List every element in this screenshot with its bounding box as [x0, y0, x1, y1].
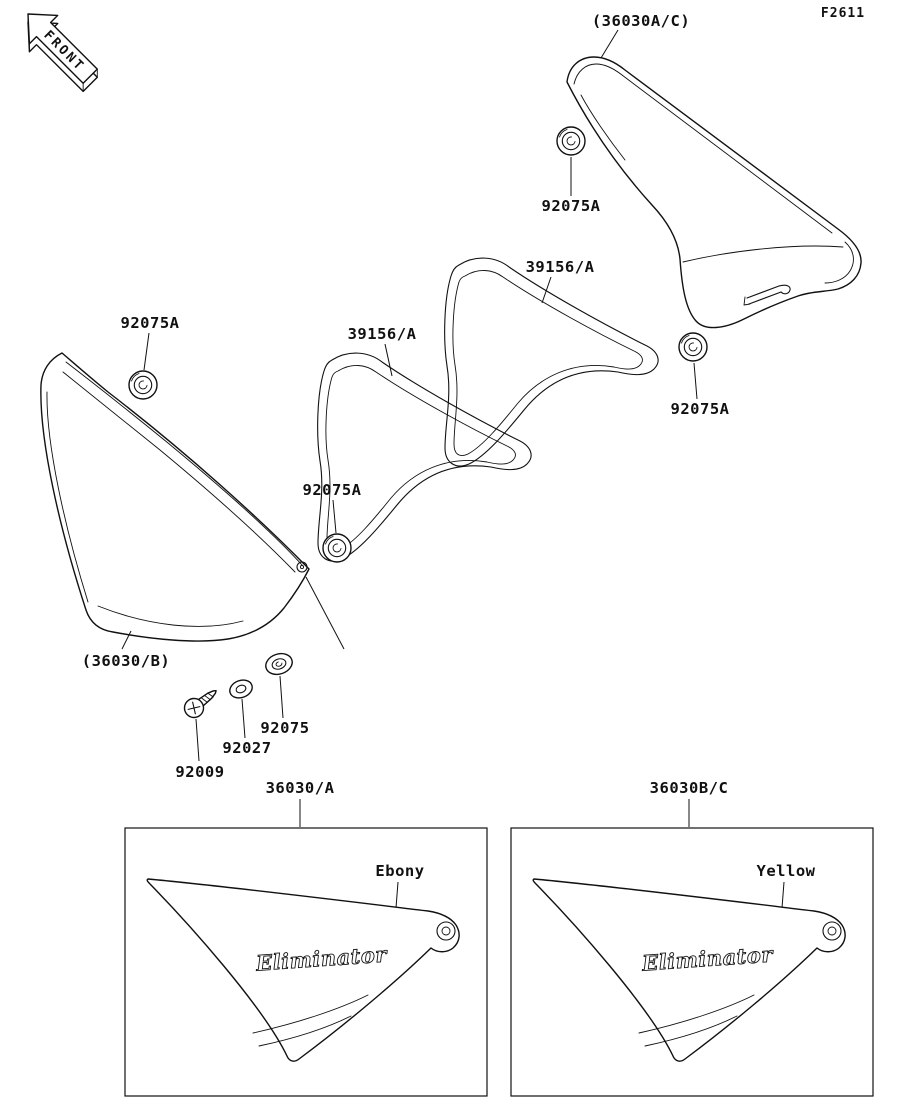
leader-lines — [121, 29, 785, 935]
front-arrow-icon: FRONT — [27, 13, 98, 93]
variant-box-ebony — [124, 827, 488, 1097]
label-variant-bc: 36030B/C — [650, 779, 729, 797]
figure-code: F2611 — [821, 6, 865, 21]
label-damper-front: 39156/A — [348, 325, 417, 343]
variant-box-yellow — [510, 827, 874, 1097]
label-grommet-middle: 92075A — [303, 481, 362, 499]
pin-detail-icon — [743, 284, 791, 306]
label-washer: 92027 — [222, 739, 271, 757]
label-cover-left: (36030/B) — [82, 652, 171, 670]
grommet-drawing-top — [556, 126, 586, 156]
damper-drawing-front — [317, 352, 532, 562]
label-grommet-left: 92075A — [121, 314, 180, 332]
label-color-yellow: Yellow — [757, 862, 816, 880]
label-grommet-top: 92075A — [542, 197, 601, 215]
grommet-drawing-lower — [265, 652, 293, 676]
label-grommet-lower: 92075 — [260, 719, 309, 737]
grommet-drawing-right — [678, 332, 708, 362]
label-color-ebony: Ebony — [375, 862, 424, 880]
washer-drawing — [229, 679, 253, 699]
label-grommet-right: 92075A — [671, 400, 730, 418]
side-cover-left-drawing — [40, 352, 310, 642]
side-cover-right-drawing — [566, 56, 862, 329]
screw-drawing — [183, 690, 217, 719]
label-variant-a: 36030/A — [266, 779, 335, 797]
label-cover-right: (36030A/C) — [592, 12, 690, 30]
grommet-drawing-middle — [322, 533, 352, 563]
label-screw: 92009 — [175, 763, 224, 781]
label-damper-rear: 39156/A — [526, 258, 595, 276]
damper-drawing-rear — [444, 257, 659, 467]
grommet-drawing-left — [128, 370, 158, 400]
